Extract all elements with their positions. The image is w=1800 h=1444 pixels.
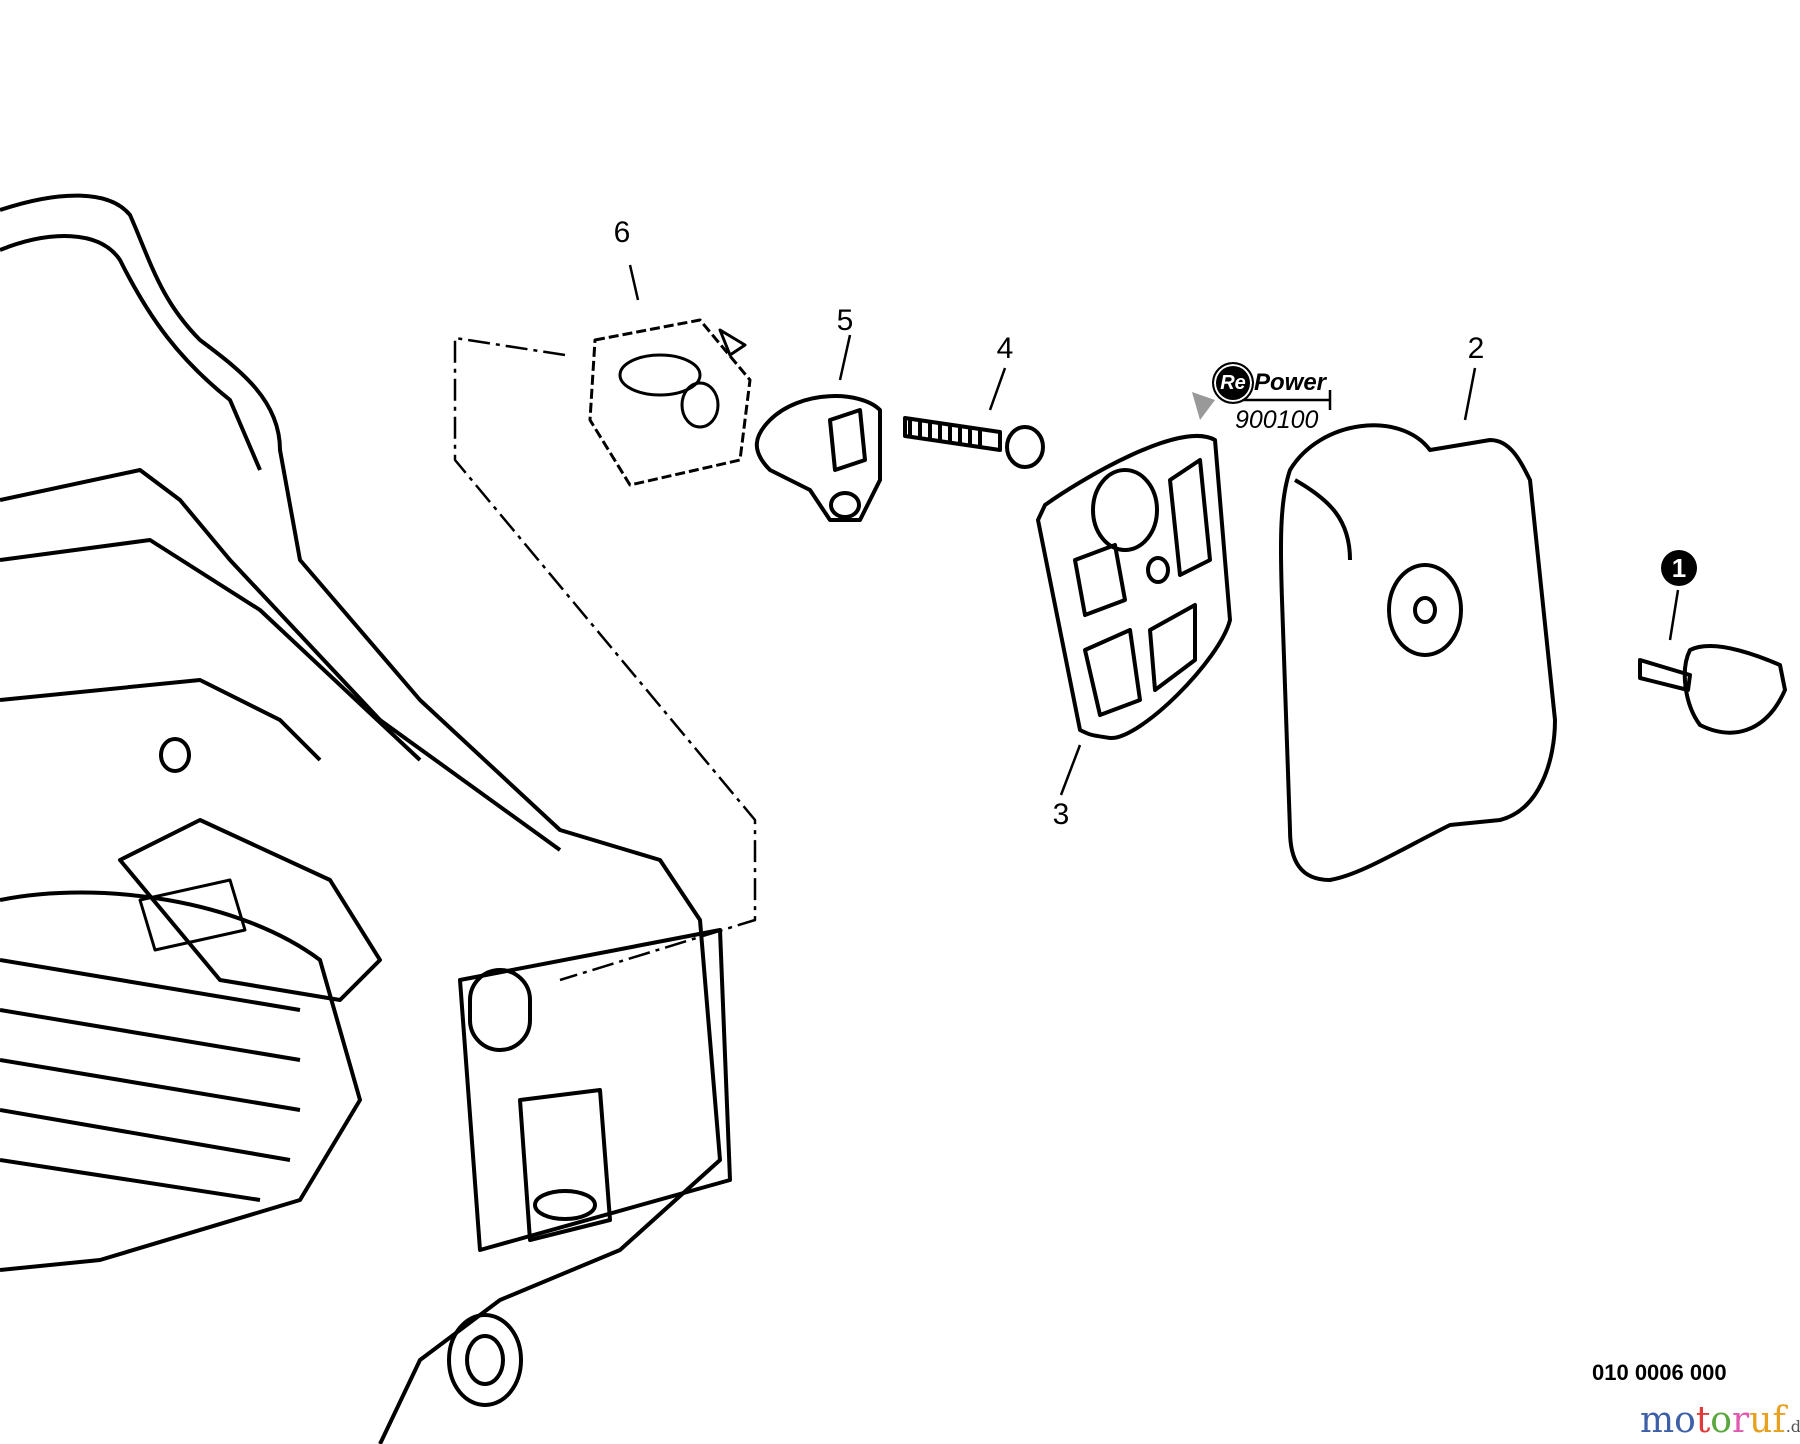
air-filter-part	[1036, 433, 1232, 741]
watermark-letter: r	[1731, 1400, 1750, 1441]
callout-4: 4	[996, 332, 1014, 365]
watermark-letter: o	[1710, 1400, 1732, 1441]
intake-flange-part	[754, 394, 882, 522]
repower-logo-prefix: Re	[1212, 362, 1254, 404]
repower-pointer-icon	[1192, 392, 1215, 420]
watermark-letter: m	[1640, 1400, 1675, 1441]
carburetor-part	[588, 318, 752, 487]
assembly-leader-line	[453, 336, 757, 982]
callout-5: 5	[836, 304, 854, 337]
callout-2: 2	[1467, 332, 1485, 365]
watermark-letter: t	[1695, 1400, 1711, 1441]
knob-screw-part	[1638, 643, 1787, 735]
drawing-code: 010 0006 000	[1592, 1360, 1727, 1385]
reference-number: 900100	[1235, 406, 1319, 434]
watermark-letter: u	[1749, 1400, 1773, 1441]
repower-logo-suffix: Power	[1254, 369, 1327, 396]
watermark-name: motoruf	[1640, 1400, 1786, 1441]
callout-3: 3	[1052, 798, 1070, 831]
watermark-tld: .de	[1785, 1417, 1800, 1436]
watermark-letter: o	[1674, 1400, 1696, 1441]
callout-1: 1	[1661, 550, 1697, 586]
screw-part	[903, 416, 1045, 469]
watermark-letter: f	[1772, 1400, 1786, 1441]
callout-6: 6	[613, 216, 631, 249]
chainsaw-body-drawing	[0, 193, 732, 1444]
repower-logo: Re Power	[1212, 362, 1326, 404]
air-filter-cover-part	[1278, 423, 1557, 882]
motoruf-watermark: motoruf.de	[1640, 1400, 1800, 1441]
